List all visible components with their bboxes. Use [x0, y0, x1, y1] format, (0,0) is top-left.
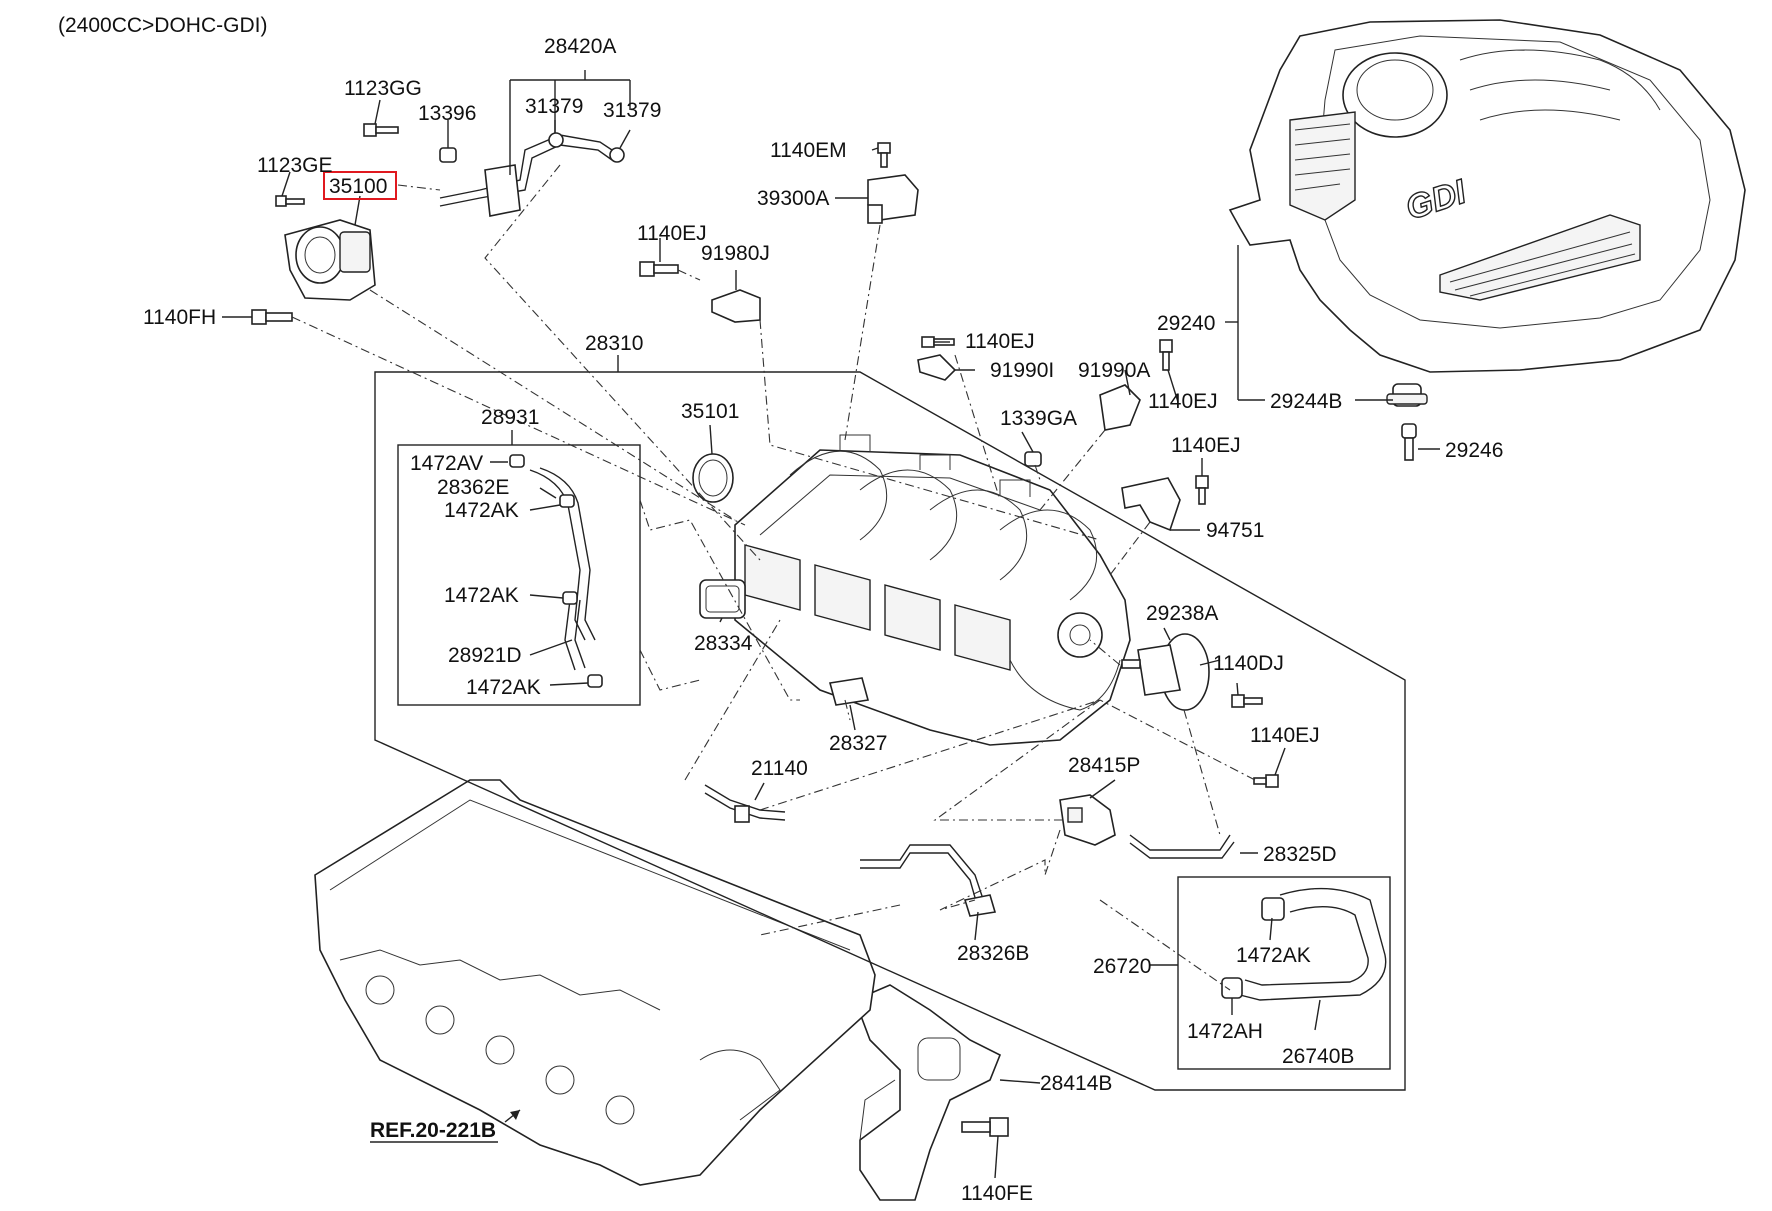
- hose-box: [1177, 876, 1391, 1070]
- port-gasket: [699, 579, 746, 619]
- label-1140EJ-b[interactable]: 1140EJ: [965, 330, 1035, 353]
- label-1140EM[interactable]: 1140EM: [770, 139, 847, 162]
- label-1123GE[interactable]: 1123GE: [257, 154, 333, 177]
- bracket-91980J: [711, 289, 761, 323]
- label-1472AK-c[interactable]: 1472AK: [466, 676, 541, 699]
- bolt-1140DJ: [1231, 694, 1263, 708]
- pipe-28326B: [860, 844, 997, 917]
- label-31379-b[interactable]: 31379: [603, 99, 661, 122]
- nut-1339GA: [1024, 451, 1042, 467]
- label-39300A[interactable]: 39300A: [757, 187, 829, 210]
- label-29238A[interactable]: 29238A: [1146, 602, 1218, 625]
- label-91980J[interactable]: 91980J: [701, 242, 770, 265]
- dash-lines: [291, 164, 1256, 991]
- label-1140EJ-c[interactable]: 1140EJ: [1148, 390, 1218, 413]
- label-1140EJ-d[interactable]: 1140EJ: [1171, 434, 1241, 457]
- label-29244B[interactable]: 29244B: [1270, 390, 1342, 413]
- label-35101[interactable]: 35101: [681, 400, 739, 423]
- bolt-1140FE: [961, 1117, 1009, 1137]
- map-sensor: [867, 174, 919, 224]
- sensor-28415P: [1059, 794, 1116, 846]
- label-28327[interactable]: 28327: [829, 732, 887, 755]
- pcv-pipe-assembly: [439, 132, 625, 217]
- label-1472AV[interactable]: 1472AV: [410, 452, 483, 475]
- label-28310[interactable]: 28310: [585, 332, 643, 355]
- bolt-1140EJ-a: [639, 261, 679, 277]
- bolt-1140EJ-c: [1159, 339, 1173, 371]
- label-91990A[interactable]: 91990A: [1078, 359, 1150, 382]
- ref-label[interactable]: REF.20-221B: [370, 1119, 496, 1142]
- bolt-1140FH: [251, 309, 293, 325]
- bolt-1123GG: [363, 123, 399, 137]
- label-1140FH[interactable]: 1140FH: [143, 306, 216, 329]
- label-1123GG[interactable]: 1123GG: [344, 77, 422, 100]
- bracket-28414B: [853, 984, 1002, 1201]
- label-1472AH[interactable]: 1472AH: [1187, 1020, 1263, 1043]
- label-28931[interactable]: 28931: [481, 406, 539, 429]
- label-28326B[interactable]: 28326B: [957, 942, 1029, 965]
- label-21140[interactable]: 21140: [751, 757, 808, 780]
- bolt-1123GE: [275, 195, 305, 207]
- label-1140EJ-a[interactable]: 1140EJ: [637, 222, 707, 245]
- variant-note: (2400CC>DOHC-GDI): [58, 14, 267, 37]
- label-1472AK-a[interactable]: 1472AK: [444, 499, 519, 522]
- label-1472AK-d[interactable]: 1472AK: [1236, 944, 1311, 967]
- pipe-28325D: [1129, 834, 1235, 859]
- label-35100[interactable]: 35100: [329, 175, 387, 198]
- label-1472AK-b[interactable]: 1472AK: [444, 584, 519, 607]
- labels: (2400CC>DOHC-GDI) 28420A 1123GG 13396 31…: [58, 14, 1503, 1205]
- label-28325D[interactable]: 28325D: [1263, 843, 1337, 866]
- label-28921D[interactable]: 28921D: [448, 644, 522, 667]
- label-29240[interactable]: 29240: [1157, 312, 1215, 335]
- label-28415P[interactable]: 28415P: [1068, 754, 1140, 777]
- label-28334[interactable]: 28334: [694, 632, 753, 655]
- throttle-body: [284, 219, 376, 301]
- label-26740B[interactable]: 26740B: [1282, 1045, 1354, 1068]
- label-91990I[interactable]: 91990I: [990, 359, 1054, 382]
- cover-stud: [1401, 423, 1417, 461]
- bracket-94751: [1121, 477, 1181, 532]
- label-28414B[interactable]: 28414B: [1040, 1072, 1112, 1095]
- bracket-91990A: [1099, 384, 1141, 431]
- cylinder-head: [314, 779, 876, 1186]
- bracket-28327: [828, 677, 870, 706]
- bolt-1140EJ-d: [1195, 475, 1209, 505]
- label-1140DJ[interactable]: 1140DJ: [1213, 652, 1284, 675]
- label-1339GA[interactable]: 1339GA: [1000, 407, 1077, 430]
- label-94751[interactable]: 94751: [1206, 519, 1264, 542]
- intake-manifold: [734, 434, 1131, 746]
- label-31379-a[interactable]: 31379: [525, 95, 583, 118]
- engine-cover: GDI: [1228, 19, 1746, 373]
- pcv-hose-group: [509, 454, 603, 688]
- cover-grommet: [1386, 383, 1428, 407]
- bracket-91990I: [917, 354, 957, 381]
- highlight-box: [323, 171, 397, 200]
- pipe-21140: [704, 784, 786, 823]
- vis-actuator: [1121, 633, 1210, 711]
- intake-gasket: [692, 453, 734, 503]
- label-26720[interactable]: 26720: [1093, 955, 1151, 978]
- label-1140EJ-e[interactable]: 1140EJ: [1250, 724, 1320, 747]
- leader-lines: [222, 70, 1440, 1179]
- label-29246[interactable]: 29246: [1445, 439, 1503, 462]
- label-13396[interactable]: 13396: [418, 102, 476, 125]
- label-28362E[interactable]: 28362E: [437, 476, 509, 499]
- bolt-1140EM: [877, 142, 891, 168]
- label-1140FE[interactable]: 1140FE: [961, 1182, 1033, 1205]
- bolt-1140EJ-e: [1253, 774, 1279, 788]
- label-28420A[interactable]: 28420A: [544, 35, 616, 58]
- nut-13396: [439, 147, 457, 163]
